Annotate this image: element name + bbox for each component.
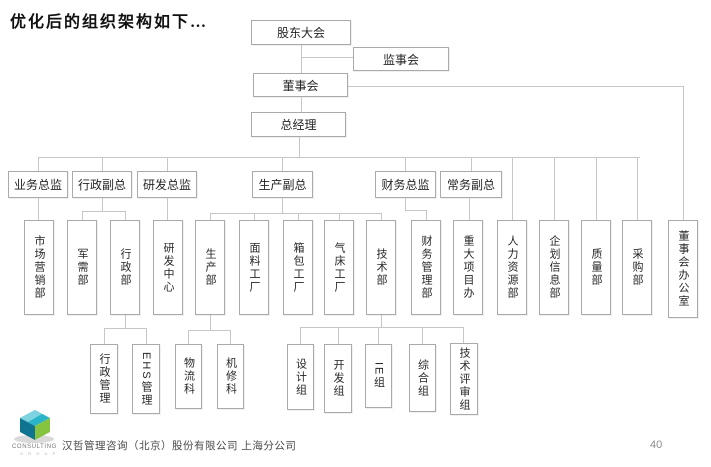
org-node-production-vp: 生产副总 (252, 171, 313, 198)
org-node-technology-dept: 技术部 (366, 220, 396, 315)
connector-line (167, 157, 168, 171)
connector-line (210, 213, 381, 214)
connector-line (210, 213, 211, 220)
org-node-tech-review-group: 技术评审组 (450, 343, 478, 415)
org-node-executive-vp: 常务副总 (440, 171, 502, 198)
org-node-admin-mgmt: 行政管理 (90, 344, 118, 414)
connector-line (637, 157, 638, 220)
connector-line (102, 198, 103, 211)
org-node-shareholders-meeting: 股东大会 (251, 20, 351, 45)
org-node-quality-dept: 质量部 (581, 220, 611, 315)
connector-line (554, 157, 555, 220)
company-name: 汉哲管理咨询（北京）股份有限公司 上海分公司 (62, 440, 297, 452)
org-node-rd-director: 研发总监 (137, 171, 197, 198)
connector-line (300, 327, 463, 328)
org-node-rd-center: 研发中心 (153, 220, 183, 315)
org-node-procurement-dept: 采购部 (622, 220, 652, 315)
org-node-finance-director: 财务总监 (375, 171, 436, 198)
consulting-cube-logo: CONSULTING G R O U P (12, 410, 57, 456)
page-number: 40 (650, 439, 663, 451)
connector-line (254, 213, 255, 220)
org-node-supervisory-board: 监事会 (353, 47, 449, 71)
connector-line (104, 328, 146, 329)
org-node-marketing-dept: 市场营销部 (24, 220, 54, 315)
connector-line (596, 157, 597, 220)
connector-line (102, 157, 103, 171)
svg-text:G R O U P: G R O U P (20, 451, 57, 456)
connector-line (230, 330, 231, 344)
connector-line (471, 157, 472, 171)
connector-line (378, 327, 379, 344)
connector-line (301, 45, 302, 73)
connector-line (38, 198, 39, 220)
org-node-admin-dept: 行政部 (110, 220, 140, 315)
connector-line (381, 213, 382, 220)
org-node-ie-group: IE组 (365, 344, 392, 408)
connector-line (188, 330, 189, 344)
connector-line (210, 315, 211, 330)
connector-line (301, 97, 302, 112)
connector-line (125, 211, 126, 220)
org-node-admin-vp: 行政副总 (72, 171, 132, 198)
org-node-ehs-mgmt: EHS管理 (132, 344, 160, 414)
org-node-fabric-factory: 面料工厂 (239, 220, 269, 315)
connector-line (300, 327, 301, 344)
connector-line (38, 157, 640, 158)
connector-line (38, 157, 39, 171)
connector-line (405, 157, 406, 171)
org-node-development-group: 开发组 (324, 344, 352, 413)
connector-line (299, 137, 300, 157)
org-node-business-director: 业务总监 (8, 171, 68, 198)
connector-line (338, 327, 339, 344)
page-title: 优化后的组织架构如下… (10, 14, 209, 31)
connector-line (422, 327, 423, 344)
connector-line (301, 57, 353, 58)
connector-line (683, 86, 684, 220)
svg-text:CONSULTING: CONSULTING (12, 444, 57, 450)
org-node-board-of-directors: 董事会 (253, 73, 348, 97)
org-node-planning-info-dept: 企划信息部 (539, 220, 569, 315)
company-logo: CONSULTING G R O U P (8, 405, 60, 462)
connector-line (82, 211, 125, 212)
connector-line (146, 328, 147, 344)
org-node-design-group: 设计组 (287, 344, 314, 410)
connector-line (381, 315, 382, 327)
org-node-airbed-factory: 气床工厂 (324, 220, 354, 315)
connector-line (82, 211, 83, 220)
org-node-major-projects-office: 重大项目办 (453, 220, 483, 315)
org-node-general-manager: 总经理 (251, 112, 346, 137)
connector-line (405, 210, 426, 211)
org-node-board-office: 董事会办公室 (668, 220, 698, 318)
connector-line (104, 328, 105, 344)
connector-line (188, 330, 230, 331)
connector-line (512, 157, 513, 220)
org-node-general-group: 综合组 (409, 344, 436, 412)
org-node-logistics-section: 物流科 (175, 344, 202, 409)
connector-line (125, 315, 126, 328)
connector-line (282, 157, 283, 171)
org-node-finance-mgmt-dept: 财务管理部 (411, 220, 441, 315)
org-node-luggage-factory: 箱包工厂 (283, 220, 313, 315)
org-node-military-supply-dept: 军需部 (67, 220, 97, 315)
connector-line (426, 210, 427, 220)
connector-line (282, 198, 283, 213)
connector-line (167, 198, 168, 220)
connector-line (469, 198, 470, 220)
org-node-hr-dept: 人力资源部 (497, 220, 527, 315)
connector-line (348, 86, 683, 87)
org-node-machine-repair-section: 机修科 (217, 344, 244, 409)
connector-line (339, 213, 340, 220)
connector-line (405, 198, 406, 210)
org-node-production-dept: 生产部 (195, 220, 225, 315)
connector-line (463, 327, 464, 344)
connector-line (298, 213, 299, 220)
